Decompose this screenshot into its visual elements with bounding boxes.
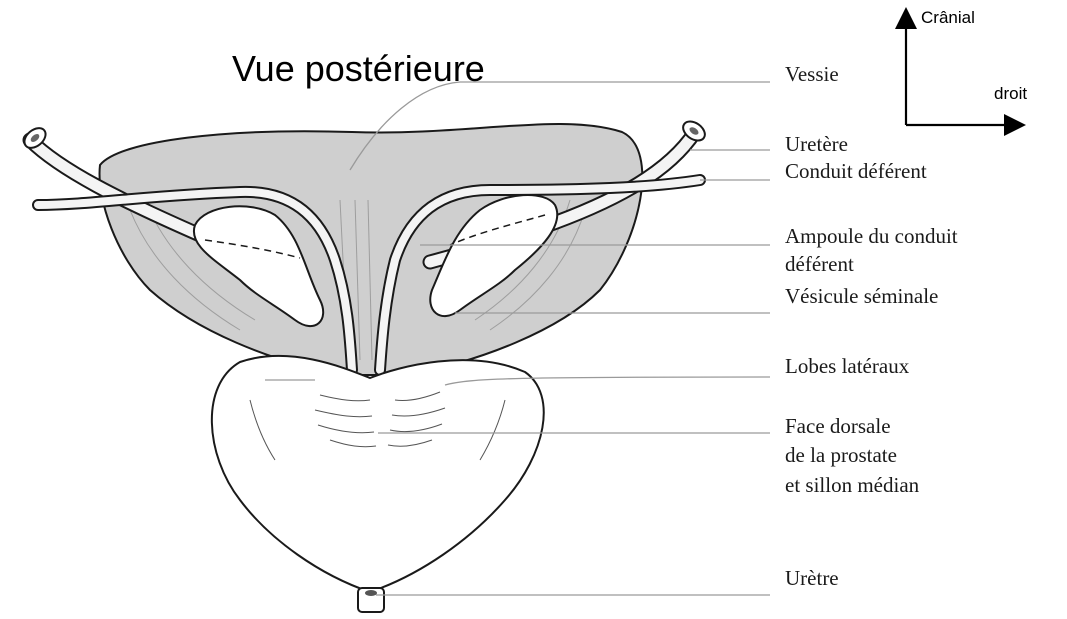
axis-right-label: droit	[994, 84, 1027, 104]
label-ampoule-line1: Ampoule du conduit	[785, 223, 958, 250]
label-face-dorsale-line2: de la prostate	[785, 442, 897, 469]
label-conduit-deferent: Conduit déférent	[785, 158, 927, 185]
diagram-title: Vue postérieure	[232, 48, 485, 90]
label-vessie: Vessie	[785, 61, 839, 88]
prostate-shape	[212, 356, 544, 592]
bladder-shape	[100, 124, 643, 375]
label-ampoule-line2: déférent	[785, 251, 854, 278]
label-lobes-lateraux: Lobes latéraux	[785, 353, 909, 380]
axis-up-label: Crânial	[921, 8, 975, 28]
label-uretre: Urètre	[785, 565, 839, 592]
label-vesicule-seminale: Vésicule séminale	[785, 283, 938, 310]
label-face-dorsale-line1: Face dorsale	[785, 413, 891, 440]
orientation-axes	[906, 18, 1015, 125]
label-uretere: Uretère	[785, 131, 848, 158]
label-face-dorsale-line3: et sillon médian	[785, 472, 919, 499]
